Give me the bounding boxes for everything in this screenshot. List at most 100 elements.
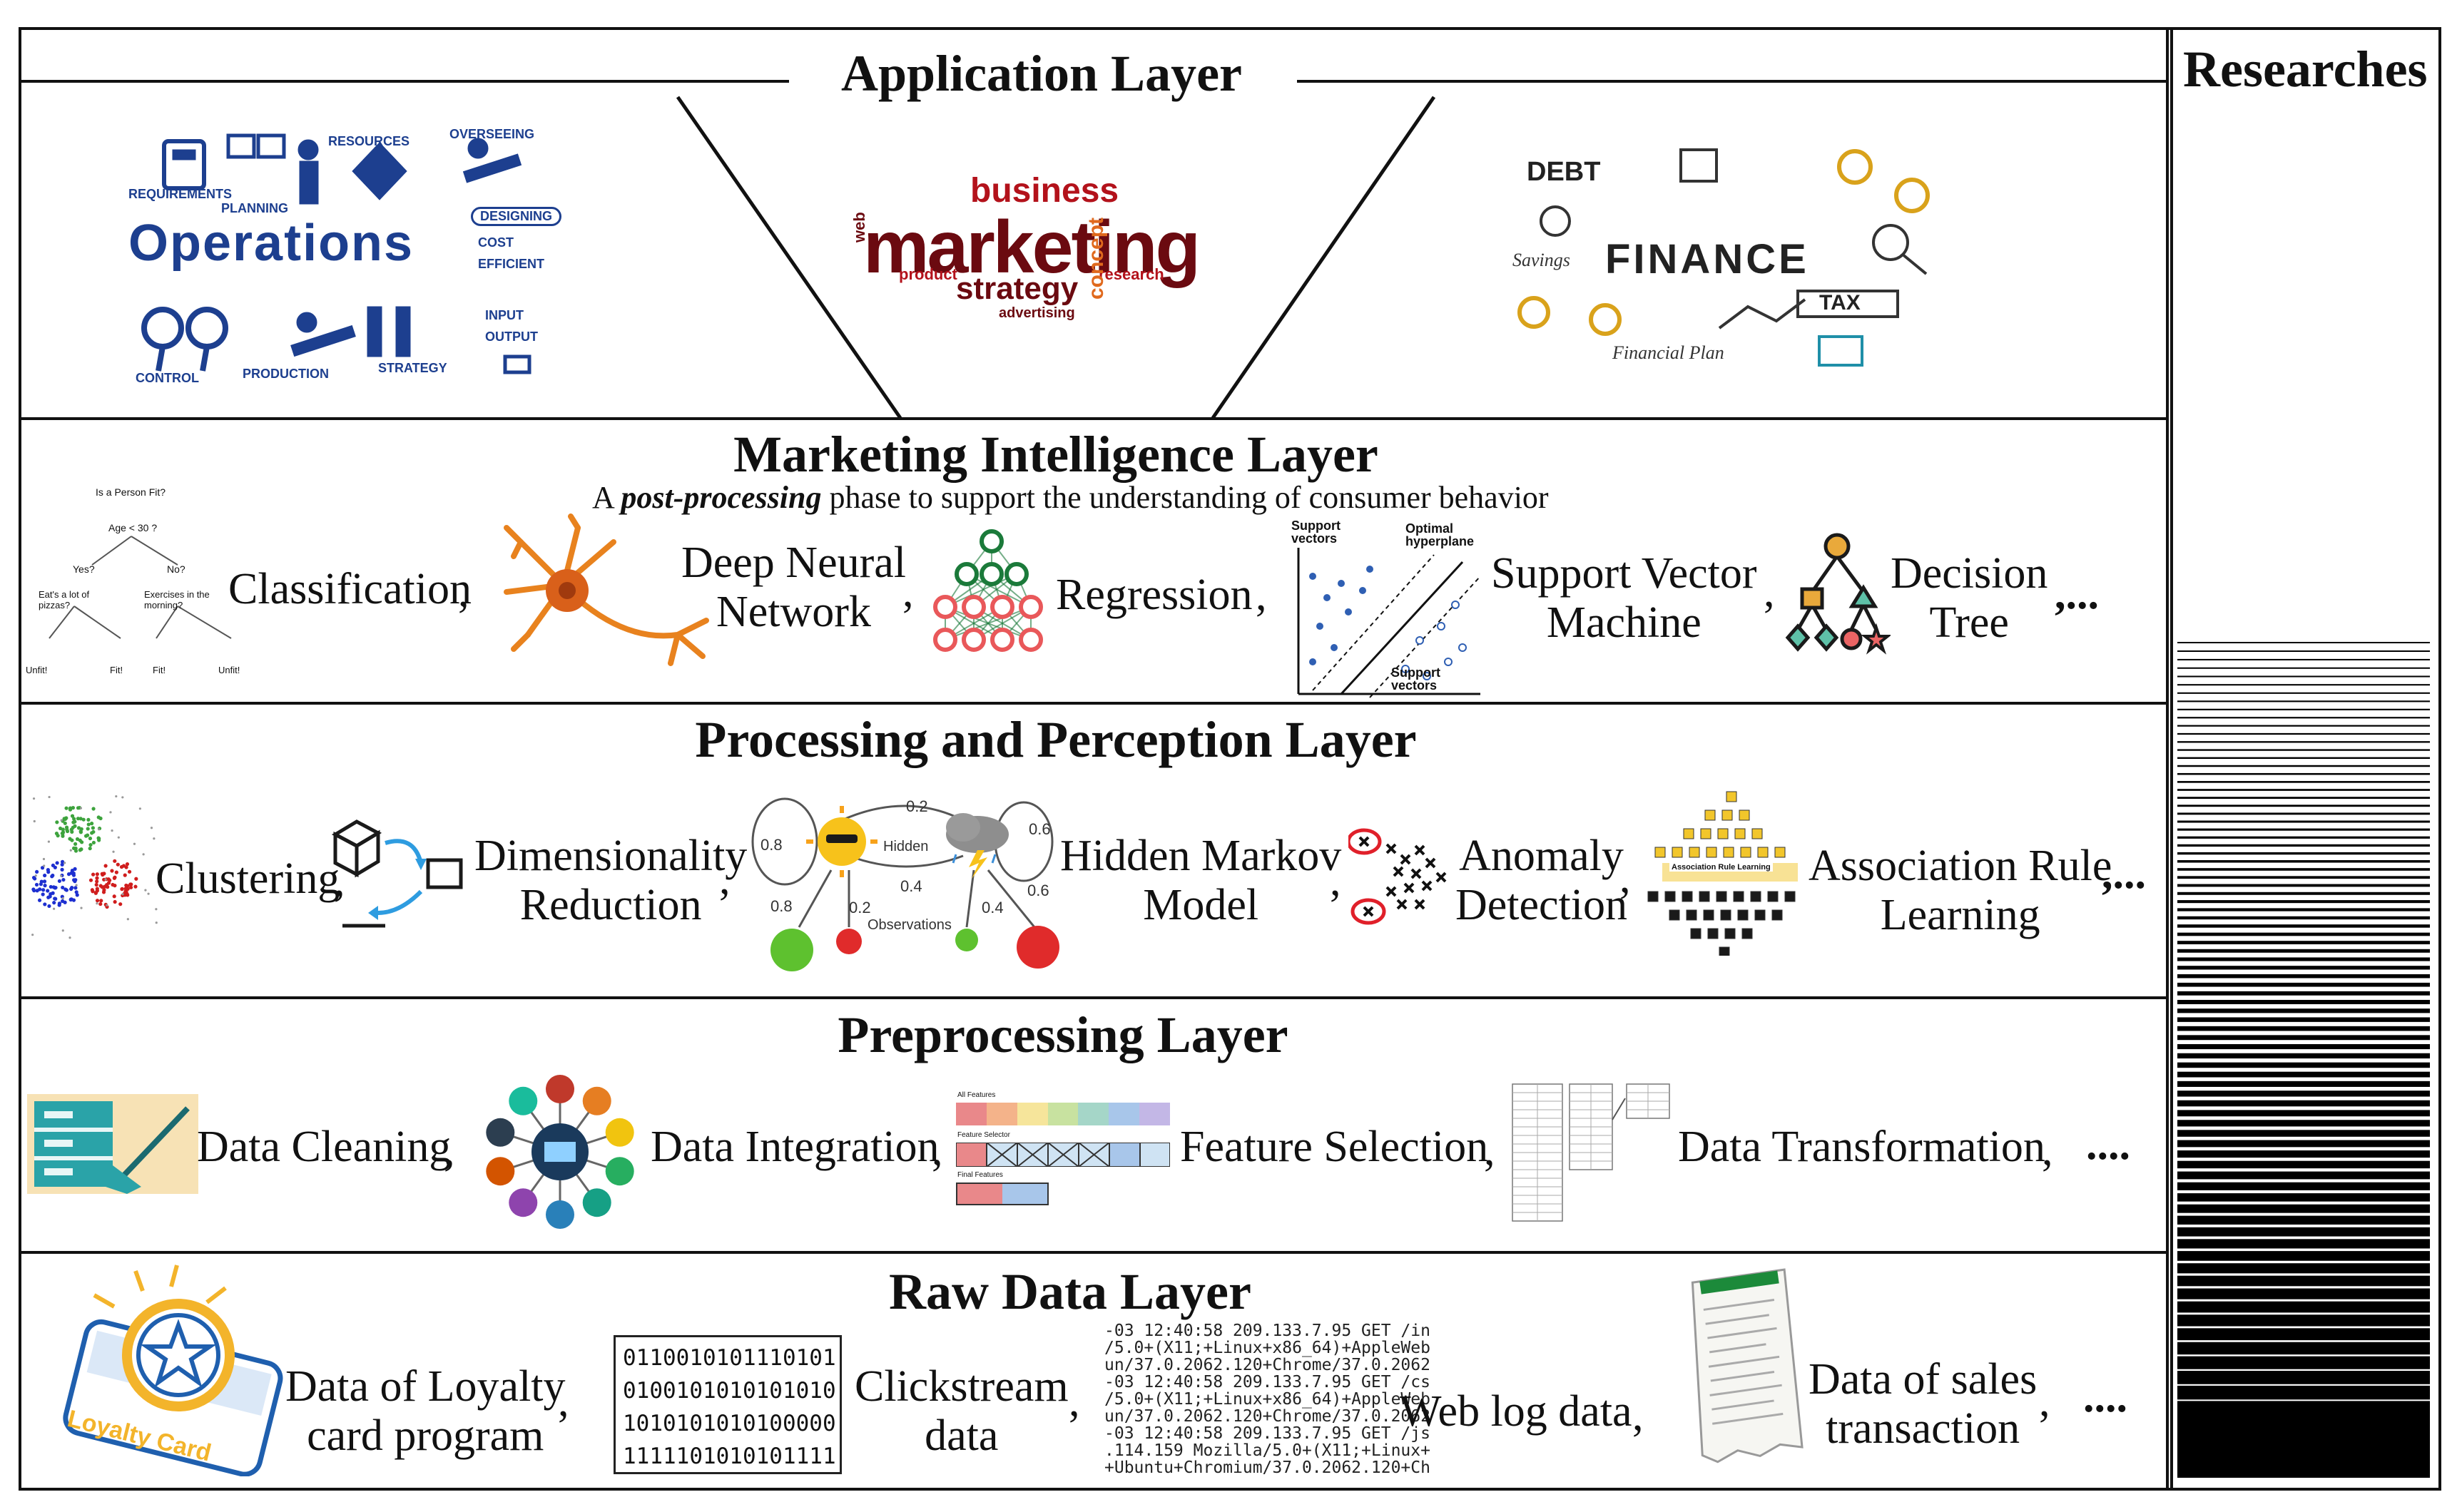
cluster-noise — [104, 878, 107, 881]
ops-tag: STRATEGY — [378, 361, 447, 375]
cluster-point — [88, 878, 93, 882]
cluster-point — [71, 806, 76, 810]
cluster-point — [93, 891, 98, 895]
decision-tree-icon — [1785, 533, 1891, 655]
sales-receipt-icon — [1691, 1268, 1804, 1464]
research-stripe — [2177, 812, 2430, 815]
fs-final-label: Final Features — [957, 1171, 1003, 1179]
cluster-point — [125, 892, 129, 897]
research-stripe — [2177, 765, 2430, 767]
log-line: /5.0+(X11;+Linux+x86_64)+AppleWeb — [1104, 1390, 1430, 1409]
hmm-prob: 0.2 — [849, 899, 871, 916]
ad-line1: Anomaly — [1459, 832, 1624, 880]
research-stripe — [2177, 884, 2430, 887]
cluster-noise — [155, 921, 158, 924]
hmm-prob: 0.6 — [1029, 820, 1051, 838]
assoc-cell — [1719, 946, 1730, 956]
svm-point — [1316, 623, 1323, 630]
cluster-point — [88, 847, 92, 851]
assoc-cell — [1723, 847, 1734, 858]
tree-leaf: Unfit! — [218, 665, 240, 675]
research-stripe — [2177, 1140, 2430, 1148]
cluster-point — [63, 900, 67, 904]
transform-arrow — [1612, 1098, 1626, 1120]
wordcloud-word: concept — [1084, 217, 1108, 300]
research-stripe — [2177, 957, 2430, 961]
loyalty-card-label: Data of Loyalty card program — [285, 1362, 566, 1461]
cluster-point — [91, 807, 96, 811]
research-stripe — [2177, 966, 2430, 970]
fs-final-row — [956, 1182, 1049, 1205]
hmm-observations: Observations — [868, 917, 952, 933]
cluster-point — [100, 872, 104, 876]
cluster-point — [43, 873, 47, 878]
cluster-point — [124, 865, 128, 869]
assoc-cell — [1700, 828, 1711, 839]
finance-word: FINANCE — [1605, 236, 1809, 282]
research-stripe — [2177, 732, 2430, 735]
ops-tag: REQUIREMENTS — [128, 187, 233, 201]
assoc-cell — [1740, 847, 1751, 858]
cluster-point — [133, 884, 138, 889]
classification-label: Classification — [228, 565, 472, 613]
svm-line2: Machine — [1546, 598, 1701, 648]
research-stripe — [2177, 667, 2430, 669]
processing-layer-title: Processing and Perception Layer — [695, 711, 1417, 768]
cluster-point — [48, 894, 52, 899]
assoc-cell — [1654, 847, 1666, 858]
cluster-point — [91, 840, 96, 845]
cluster-point — [49, 884, 53, 889]
cluster-point — [40, 866, 45, 870]
research-stripe — [2177, 1160, 2430, 1169]
integration-node — [546, 1075, 574, 1103]
separator: , — [458, 568, 469, 616]
svm-point — [1451, 601, 1460, 609]
research-stripe — [2177, 1204, 2430, 1213]
regression-node — [990, 628, 1014, 652]
web-log-label: Web log data — [1400, 1387, 1632, 1436]
separator: ,... — [2102, 849, 2146, 898]
research-stripe — [2177, 1062, 2430, 1068]
cluster-noise — [97, 828, 101, 831]
cluster-noise — [144, 889, 147, 892]
cluster-point — [54, 832, 59, 836]
cluster-point — [57, 879, 62, 883]
separator: , — [444, 1126, 455, 1175]
svm-margin — [1312, 554, 1435, 691]
tree-leaf: Fit! — [153, 665, 166, 675]
research-stripe — [2177, 852, 2430, 855]
cluster-point — [123, 887, 128, 891]
wordcloud-word: web — [850, 212, 868, 242]
research-stripe — [2177, 1275, 2430, 1287]
cluster-point — [110, 869, 114, 873]
cluster-point — [95, 879, 99, 884]
assoc-cell — [1707, 928, 1719, 939]
assoc-cell — [1664, 891, 1676, 902]
svm-sv-top: Support vectors — [1291, 519, 1341, 546]
research-stripe — [2177, 982, 2430, 987]
web-log-icon: -03 12:40:58 209.133.7.95 GET /in /5.0+(… — [1104, 1322, 1430, 1479]
cluster-point — [113, 859, 117, 863]
assoc-cell — [1754, 909, 1766, 921]
finance-icon: DEBT FINANCE TAX Savings Financial Plan — [1505, 136, 1962, 378]
svm-point — [1309, 658, 1316, 665]
svm-point — [1415, 636, 1424, 645]
dt-line1: Decision — [1891, 549, 2048, 598]
separator: , — [1069, 1377, 1080, 1426]
assoc-cell — [1720, 909, 1731, 921]
assoc-cell — [1767, 891, 1779, 902]
cluster-point — [120, 887, 124, 891]
research-stripe — [2177, 974, 2430, 979]
research-stripe — [2177, 1100, 2430, 1107]
assoc-cell — [1726, 791, 1737, 802]
research-stripe — [2177, 1251, 2430, 1261]
svm-point — [1366, 566, 1373, 573]
research-stripe — [2177, 1053, 2430, 1059]
cluster-noise — [31, 934, 34, 936]
separator: , — [932, 1126, 943, 1175]
cluster-point — [53, 865, 57, 869]
cluster-point — [76, 817, 81, 821]
svm-label: Support Vector Machine — [1491, 549, 1757, 648]
tree-leaf: Unfit! — [26, 665, 48, 675]
cluster-point — [76, 806, 81, 810]
